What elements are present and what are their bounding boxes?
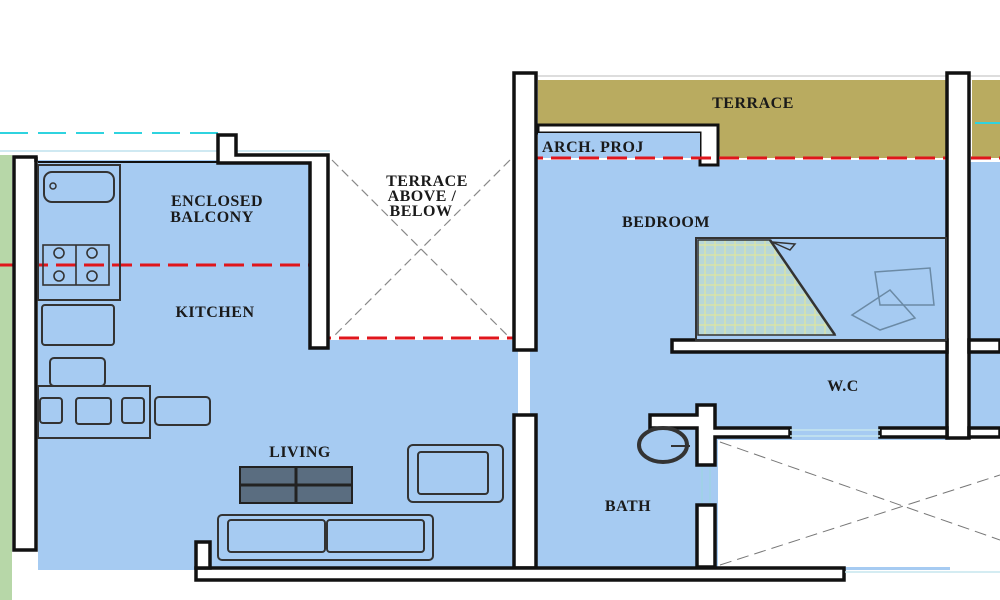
cross-line bbox=[719, 441, 1000, 541]
label-wc: W.C bbox=[827, 378, 859, 395]
label-terrace-above-3: BELOW bbox=[390, 203, 453, 220]
sofa-icon bbox=[217, 514, 434, 561]
terrace-area-right bbox=[972, 80, 1000, 158]
stove-icon bbox=[42, 244, 110, 286]
toilet-icon bbox=[637, 426, 690, 464]
dining-table-icon bbox=[37, 357, 211, 439]
label-enclosed-balcony: ENCLOSED bbox=[171, 193, 263, 210]
walls bbox=[12, 71, 1000, 582]
kitchen-counter bbox=[37, 164, 121, 301]
adjacent-room bbox=[970, 162, 1000, 436]
open-terrace-lower bbox=[718, 440, 1000, 567]
label-bedroom: BEDROOM bbox=[622, 214, 710, 231]
cross-line bbox=[719, 474, 1000, 566]
fridge-icon bbox=[41, 304, 115, 346]
armchair-icon bbox=[407, 444, 504, 503]
pillow-icon bbox=[850, 267, 935, 331]
living-area bbox=[38, 340, 518, 570]
label-terrace: TERRACE bbox=[712, 95, 794, 112]
tap-icon bbox=[49, 182, 57, 190]
arch-proj-area bbox=[538, 133, 700, 158]
label-living: LIVING bbox=[269, 444, 331, 461]
tv-unit-icon bbox=[239, 466, 353, 504]
terrace-above-below-area bbox=[328, 157, 514, 340]
label-terrace-above: TERRACE bbox=[386, 173, 468, 190]
label-enclosed-balcony-2: BALCONY bbox=[170, 209, 254, 226]
bed-icon bbox=[695, 237, 947, 341]
label-bath: BATH bbox=[605, 498, 651, 515]
green-strip bbox=[0, 155, 12, 600]
label-arch-proj: ARCH. PROJ bbox=[542, 139, 644, 156]
sink-icon bbox=[43, 171, 115, 203]
label-kitchen: KITCHEN bbox=[175, 304, 254, 321]
label-terrace-above-2: ABOVE / bbox=[388, 188, 457, 205]
